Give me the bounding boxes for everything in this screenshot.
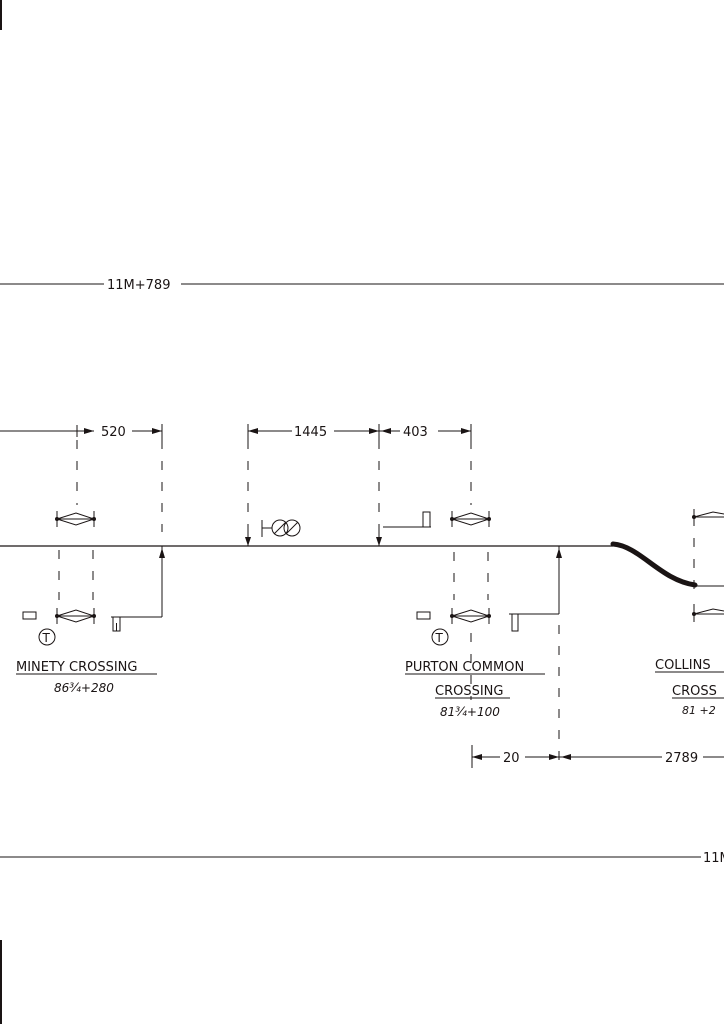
- purton-common-crossing: T PURTON COMMON CROSSING 81¾+100: [405, 511, 562, 765]
- signal-icon: [383, 511, 431, 528]
- collins-crossing-name-line2: CROSS: [672, 684, 717, 699]
- barrier-icon: [450, 608, 491, 624]
- dimension-20: 20: [471, 745, 559, 768]
- dimension-20-label: 20: [503, 751, 520, 766]
- dimension-403-label: 403: [403, 425, 428, 440]
- minety-crossing-name: MINETY CROSSING: [16, 660, 137, 675]
- barrier-icon: [450, 511, 491, 527]
- purton-crossing-mileage: 81¾+100: [440, 705, 500, 719]
- top-mileage-label: 11M+789: [107, 278, 170, 293]
- relay-box-icon: [22, 611, 37, 620]
- track-curve: [610, 541, 698, 588]
- svg-text:T: T: [435, 631, 444, 645]
- dimension-2789-label: 2789: [665, 751, 698, 766]
- relay-box-icon: [416, 611, 431, 620]
- top-mileage-line: 11M+789: [0, 278, 724, 293]
- signal-icon: [509, 613, 559, 632]
- bottom-mileage-line: 11M: [0, 851, 724, 866]
- collins-crossing-name-line1: COLLINS: [655, 658, 711, 673]
- dimension-520: 520: [0, 424, 163, 440]
- main-track: [0, 541, 724, 588]
- minety-crossing-mileage: 86¾+280: [54, 681, 114, 695]
- dimension-1445: 1445: [247, 424, 380, 440]
- dimension-520-label: 520: [101, 425, 126, 440]
- telephone-icon: T: [38, 628, 56, 646]
- telephone-icon: T: [431, 628, 449, 646]
- barrier-icon: [55, 608, 96, 624]
- purton-crossing-name-line2: CROSSING: [435, 684, 503, 699]
- level-crossing-warning-icon: [261, 519, 301, 537]
- dimension-1445-label: 1445: [294, 425, 327, 440]
- dimension-2789: 2789: [559, 751, 724, 766]
- barrier-icon: [692, 604, 724, 622]
- bottom-mileage-label: 11M: [703, 851, 724, 866]
- purton-crossing-name-line1: PURTON COMMON: [405, 660, 524, 675]
- barrier-icon: [692, 509, 724, 526]
- dimension-403: 403: [379, 424, 472, 440]
- svg-text:T: T: [42, 631, 51, 645]
- collins-crossing: COLLINS CROSS 81 +2: [655, 509, 724, 717]
- minety-crossing: T MINETY CROSSING 86¾+280: [16, 511, 165, 695]
- signal-icon: [111, 616, 162, 632]
- collins-crossing-mileage: 81 +2: [682, 704, 716, 717]
- barrier-icon: [55, 511, 96, 527]
